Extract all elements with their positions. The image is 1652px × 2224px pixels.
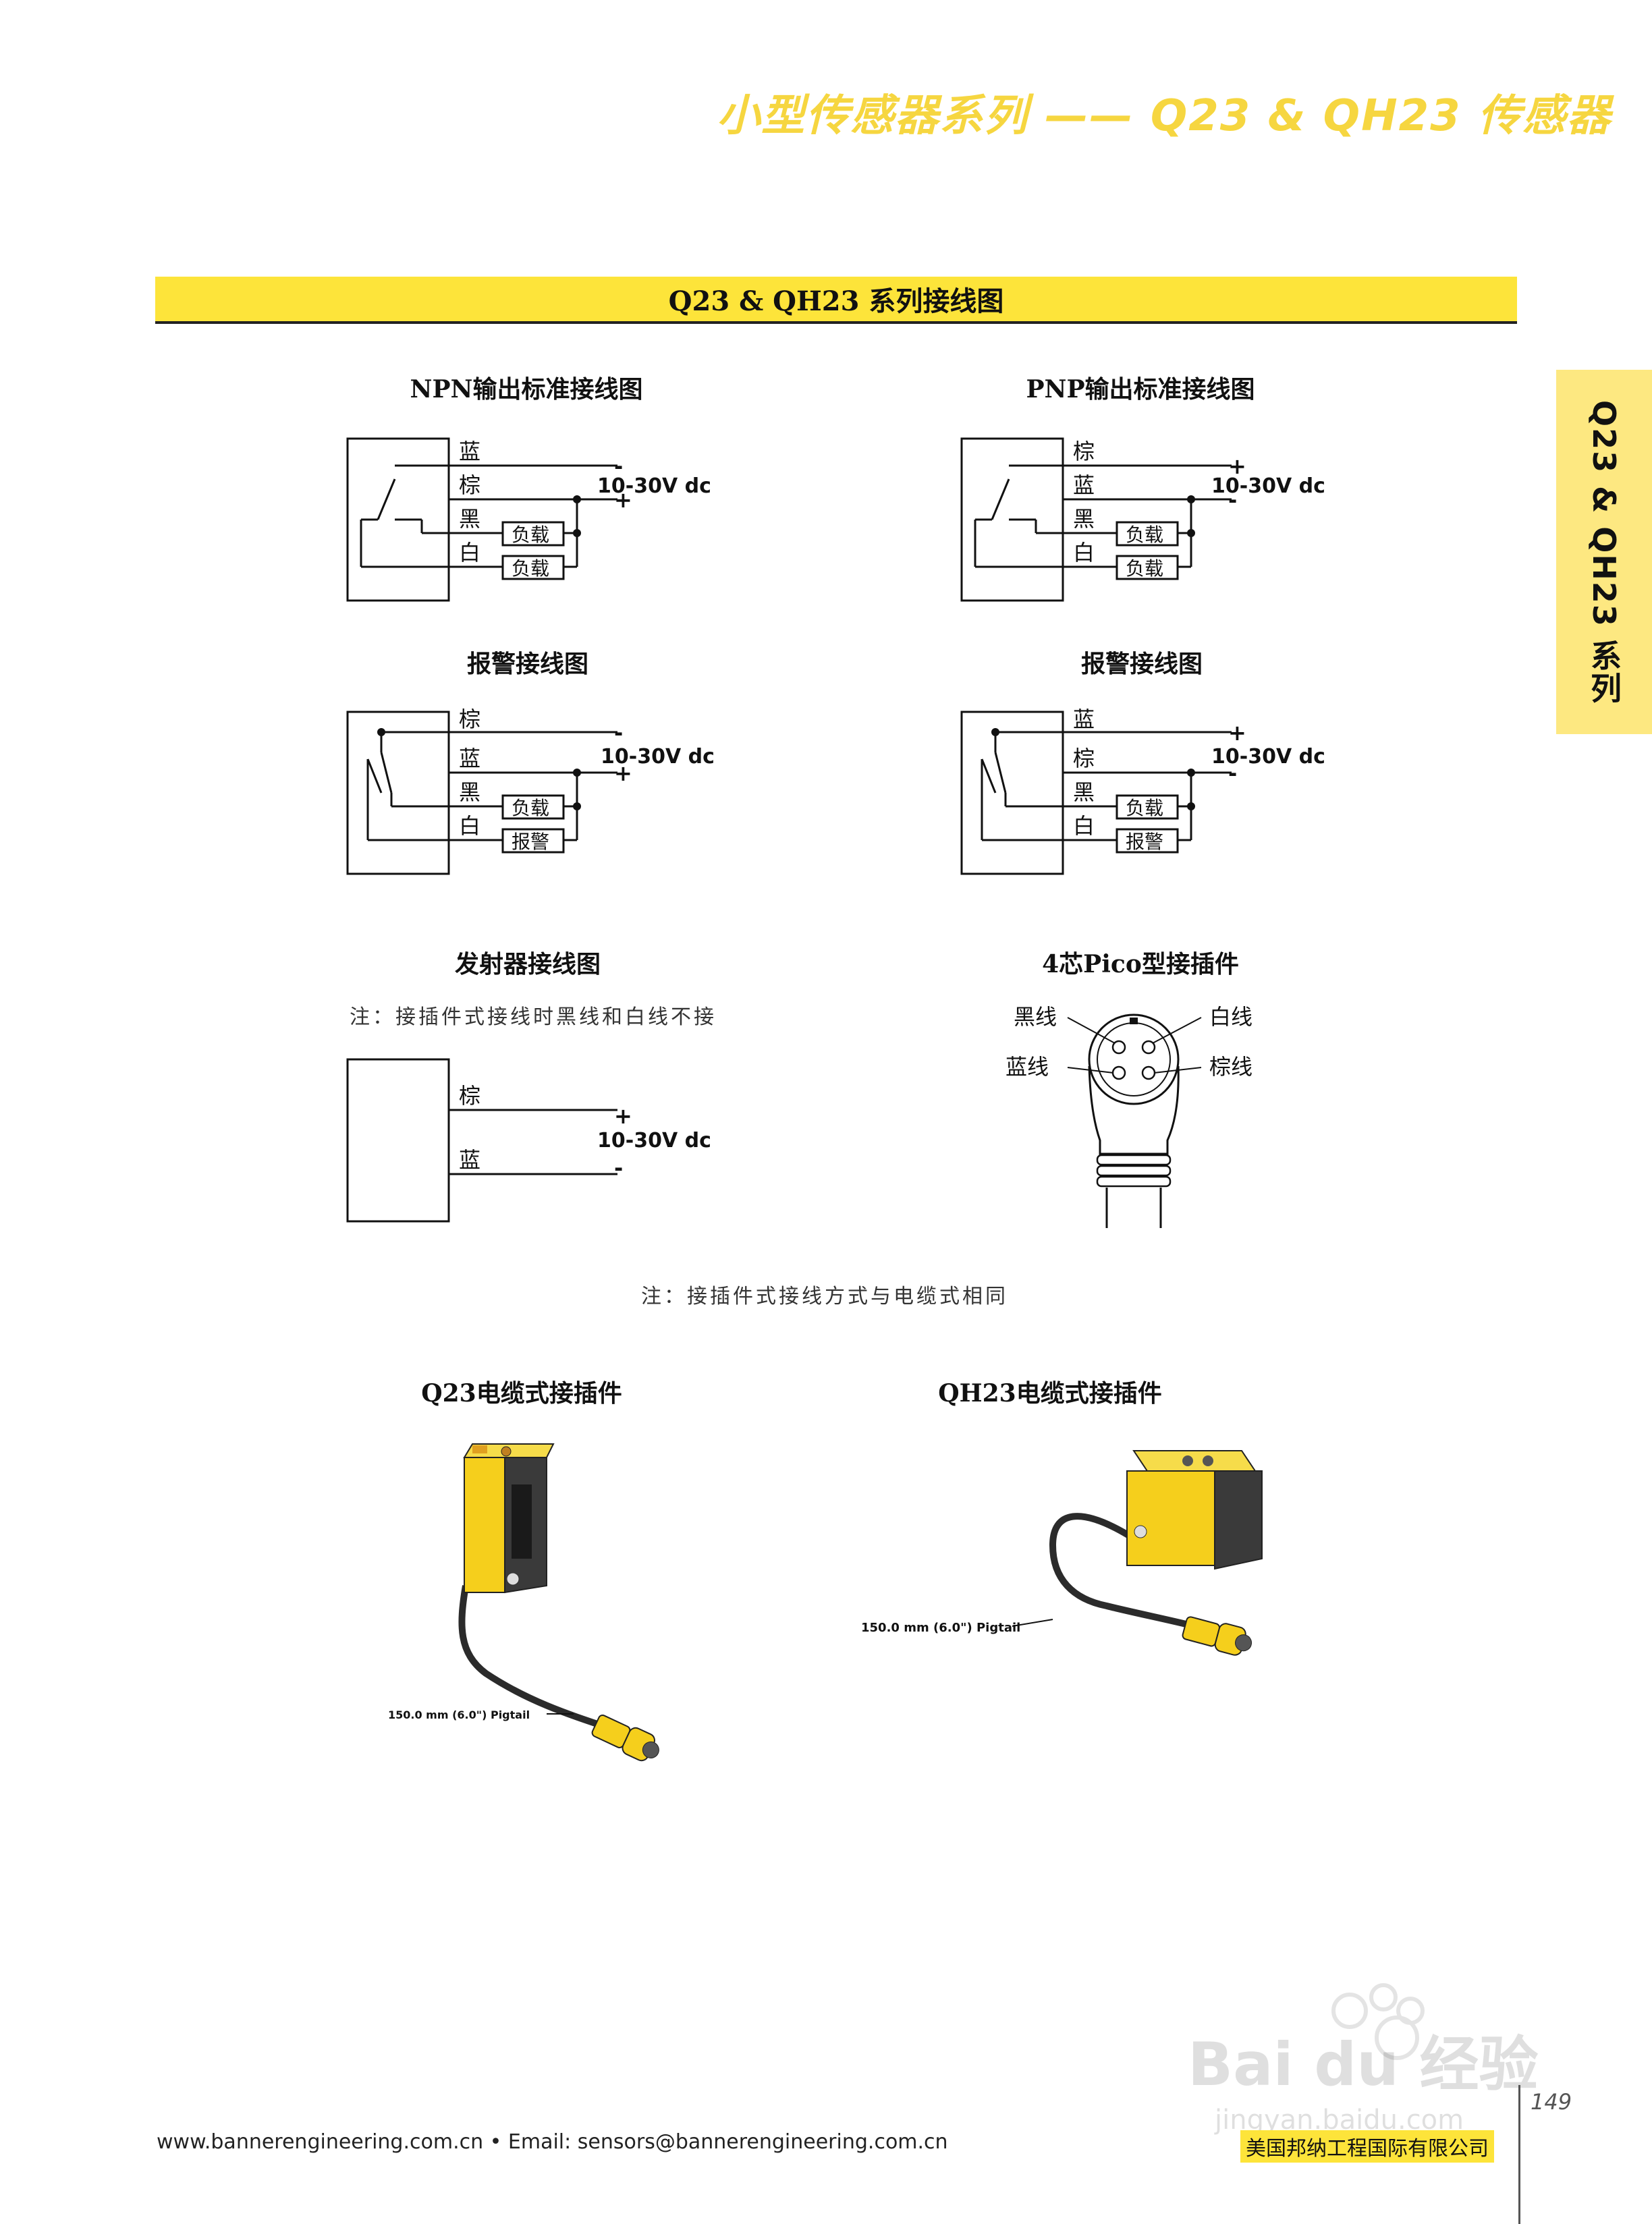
load-label: 负载 bbox=[512, 797, 549, 819]
q23-pigtail-label: 150.0 mm (6.0") Pigtail bbox=[388, 1708, 530, 1721]
sign-2: - bbox=[1228, 760, 1237, 786]
q23-cable-illustration: 150.0 mm (6.0") Pigtail bbox=[388, 1443, 659, 1762]
qh23-cable-title: QH23电缆式接插件 bbox=[938, 1379, 1162, 1408]
watermark-logo-text: Bai du 经验 bbox=[1188, 2030, 1539, 2099]
sign-1: - bbox=[614, 453, 623, 479]
page-number: 149 bbox=[1531, 2089, 1572, 2115]
pico-connector-diagram: 黑线 白线 蓝线 棕线 bbox=[1006, 1004, 1252, 1228]
alarm-label: 报警 bbox=[512, 831, 549, 853]
load-label-2: 负载 bbox=[1126, 557, 1163, 580]
pin-blue bbox=[1111, 1065, 1126, 1080]
voltage-label: 10-30V dc bbox=[597, 1129, 711, 1152]
wire-label-3: 黑 bbox=[1073, 779, 1095, 805]
emitter-note: 注：接插件式接线时黑线和白线不接 bbox=[350, 1005, 717, 1029]
wire-label-4: 白 bbox=[1073, 540, 1095, 565]
pnp-wiring-diagram: 棕 蓝 黑 白 负载 负载 + 10-30V dc - bbox=[960, 437, 1325, 602]
load-label-2: 负载 bbox=[512, 557, 549, 580]
sign-1: - bbox=[614, 720, 623, 746]
wire-label-1: 蓝 bbox=[1073, 706, 1095, 732]
sign-2: - bbox=[1228, 487, 1237, 513]
wire-label-2: 棕 bbox=[1073, 746, 1095, 771]
voltage-label: 10-30V dc bbox=[601, 745, 715, 769]
section-title-bar: Q23 & QH23 系列接线图 bbox=[155, 277, 1517, 324]
load-label-1: 负载 bbox=[1126, 524, 1163, 546]
footer-contact: www.bannerengineering.com.cn • Email: se… bbox=[157, 2130, 948, 2154]
sign-1: + bbox=[614, 1103, 632, 1129]
header-title: 小型传感器系列 —— Q23 & QH23 传感器 bbox=[717, 91, 1612, 141]
sign-2: + bbox=[614, 760, 632, 786]
footer-divider bbox=[1518, 2085, 1520, 2224]
pico-label-brown: 棕线 bbox=[1209, 1054, 1252, 1080]
npn-wiring-diagram: 蓝 棕 黑 白 负载 负载 - 10-30V dc + bbox=[346, 437, 711, 602]
pico-label-white: 白线 bbox=[1209, 1004, 1252, 1030]
sign-1: + bbox=[1228, 720, 1246, 746]
alarm-right-wiring-diagram: 蓝 棕 黑 白 负载 报警 + 10-30V dc - bbox=[960, 706, 1325, 875]
wire-label-4: 白 bbox=[459, 813, 480, 839]
wire-label-2: 蓝 bbox=[1073, 472, 1095, 498]
wire-label-4: 白 bbox=[459, 540, 480, 565]
npn-title: NPN输出标准接线图 bbox=[410, 375, 643, 404]
pico-title: 4芯Pico型接插件 bbox=[1042, 950, 1239, 978]
emitter-title: 发射器接线图 bbox=[454, 950, 601, 978]
wire-label-2: 蓝 bbox=[459, 746, 480, 771]
footer-company: 美国邦纳工程国际有限公司 bbox=[1240, 2130, 1494, 2163]
alarm-left-wiring-diagram: 棕 蓝 黑 白 负载 报警 - 10-30V dc + bbox=[346, 706, 715, 875]
alarm-label: 报警 bbox=[1126, 831, 1163, 853]
wire-label-3: 黑 bbox=[459, 779, 480, 805]
sensor-box bbox=[346, 437, 450, 602]
wire-label-2: 蓝 bbox=[459, 1147, 480, 1173]
wire-label-1: 棕 bbox=[459, 706, 480, 732]
qh23-pigtail-label: 150.0 mm (6.0") Pigtail bbox=[861, 1621, 1020, 1635]
pin-brown bbox=[1141, 1065, 1156, 1080]
wire-label-4: 白 bbox=[1073, 813, 1095, 839]
alarm-right-title: 报警接线图 bbox=[1080, 650, 1203, 678]
wire-label-3: 黑 bbox=[459, 506, 480, 532]
voltage-label: 10-30V dc bbox=[1211, 745, 1325, 769]
wire-label-1: 蓝 bbox=[459, 439, 480, 464]
side-tab: Q23 & QH23 系列 bbox=[1556, 370, 1652, 734]
wire-label-1: 棕 bbox=[1073, 439, 1095, 464]
section-title: Q23 & QH23 系列接线图 bbox=[668, 285, 1004, 317]
baidu-watermark: Bai du 经验 jingyan.baidu.com bbox=[1188, 1983, 1539, 2136]
sign-2: - bbox=[614, 1155, 623, 1181]
load-label: 负载 bbox=[1126, 797, 1163, 819]
connector-note: 注：接插件式接线方式与电缆式相同 bbox=[641, 1285, 1008, 1308]
pico-label-blue: 蓝线 bbox=[1006, 1054, 1049, 1080]
sign-2: + bbox=[614, 487, 632, 513]
sign-1: + bbox=[1228, 453, 1246, 479]
load-label-1: 负载 bbox=[512, 524, 549, 546]
voltage-label: 10-30V dc bbox=[597, 474, 711, 498]
emitter-wiring-diagram: 棕 蓝 + 10-30V dc - bbox=[346, 1058, 711, 1223]
wire-label-3: 黑 bbox=[1073, 506, 1095, 532]
alarm-left-title: 报警接线图 bbox=[466, 650, 589, 678]
pico-label-black: 黑线 bbox=[1014, 1004, 1057, 1030]
wire-label-2: 棕 bbox=[459, 472, 480, 498]
pnp-title: PNP输出标准接线图 bbox=[1026, 375, 1255, 404]
pin-black bbox=[1111, 1040, 1126, 1055]
qh23-cable-illustration: 150.0 mm (6.0") Pigtail bbox=[861, 1450, 1263, 1656]
pin-white bbox=[1141, 1040, 1156, 1055]
wire-label-1: 棕 bbox=[459, 1083, 480, 1109]
voltage-label: 10-30V dc bbox=[1211, 474, 1325, 498]
side-tab-label: Q23 & QH23 系列 bbox=[1586, 399, 1622, 704]
q23-cable-title: Q23电缆式接插件 bbox=[421, 1379, 622, 1408]
